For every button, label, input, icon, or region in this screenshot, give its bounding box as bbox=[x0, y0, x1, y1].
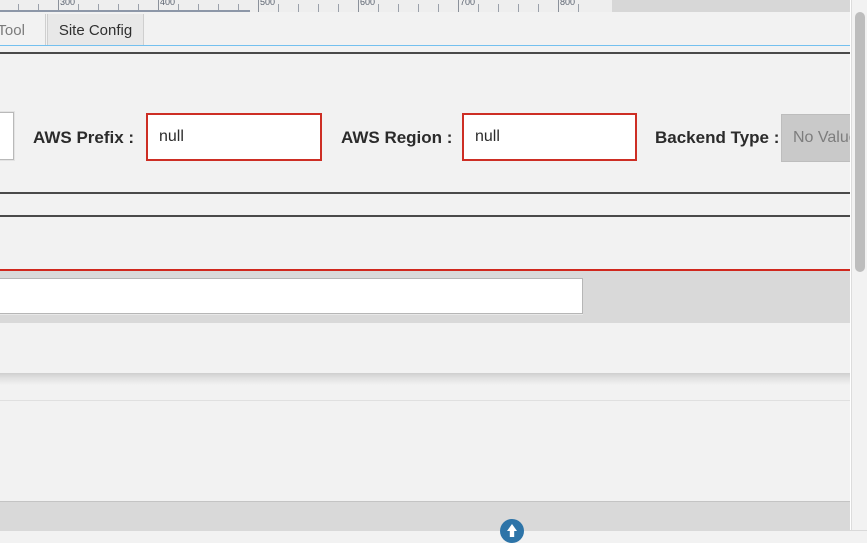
ruler-tick bbox=[338, 4, 339, 12]
ruler-tick bbox=[298, 4, 299, 12]
aws-prefix-input[interactable]: null bbox=[146, 113, 322, 161]
spacer-band-lower bbox=[0, 217, 853, 269]
ruler-label: 800 bbox=[560, 0, 576, 7]
ruler-tick bbox=[198, 4, 199, 12]
form-panel: AWS Prefix : null AWS Region : null Back… bbox=[0, 54, 867, 204]
ruler-major-tick bbox=[358, 0, 359, 12]
ruler-tick bbox=[378, 4, 379, 12]
config-text-input[interactable] bbox=[0, 278, 583, 314]
content-band-gap bbox=[0, 385, 853, 400]
aws-prefix-label: AWS Prefix : bbox=[33, 128, 135, 147]
ruler-label: 300 bbox=[60, 0, 76, 7]
backend-type-label: Backend Type : bbox=[655, 128, 780, 147]
ruler-tick bbox=[578, 4, 579, 12]
tab-y-tool-label: y Tool bbox=[0, 21, 25, 39]
vertical-scrollbar[interactable] bbox=[851, 0, 867, 530]
input-band bbox=[0, 271, 853, 323]
ruler-tick bbox=[478, 4, 479, 12]
tab-site-config-label: Site Config bbox=[58, 21, 133, 39]
content-band-lower bbox=[0, 401, 853, 501]
ruler-tick bbox=[218, 4, 219, 12]
ruler-major-tick bbox=[58, 0, 59, 12]
ruler-major-tick bbox=[258, 0, 259, 12]
tab-y-tool[interactable]: y Tool bbox=[0, 14, 46, 46]
panel-shadow bbox=[0, 373, 853, 385]
section-divider-middle-lower bbox=[0, 215, 853, 217]
ruler-tick bbox=[138, 4, 139, 12]
backend-type-value: No Value bbox=[793, 129, 858, 146]
aws-prefix-value: null bbox=[159, 128, 184, 145]
ruler-tick bbox=[498, 4, 499, 12]
ruler-label: 500 bbox=[260, 0, 276, 7]
tab-site-config[interactable]: Site Config bbox=[47, 14, 144, 46]
ruler-tick bbox=[278, 4, 279, 12]
ruler-major-tick bbox=[558, 0, 559, 12]
ruler-tick bbox=[18, 4, 19, 12]
ruler-tick bbox=[438, 4, 439, 12]
ruler-major-tick bbox=[158, 0, 159, 12]
ruler-tick bbox=[538, 4, 539, 12]
aws-region-value: null bbox=[475, 128, 500, 145]
ruler-selection-indicator bbox=[0, 10, 250, 12]
spacer-band-upper bbox=[0, 194, 853, 215]
ruler-tick bbox=[318, 4, 319, 12]
content-band-upper bbox=[0, 323, 853, 373]
ruler-tick bbox=[418, 4, 419, 12]
ruler-unmeasured-area bbox=[612, 0, 867, 12]
ruler-tick bbox=[178, 4, 179, 12]
ruler-major-tick bbox=[458, 0, 459, 12]
ruler-tick bbox=[38, 4, 39, 12]
error-divider-red bbox=[0, 269, 853, 271]
tab-strip: y Tool Site Config bbox=[0, 12, 867, 46]
aws-region-input[interactable]: null bbox=[462, 113, 637, 161]
content-divider bbox=[0, 400, 853, 401]
vertical-scrollbar-thumb[interactable] bbox=[855, 12, 865, 272]
tab-active-underline bbox=[0, 45, 867, 46]
info-badge-icon[interactable] bbox=[500, 519, 524, 543]
ruler-label: 400 bbox=[160, 0, 176, 7]
horizontal-ruler[interactable]: 300 400 500 600 700 800 bbox=[0, 0, 867, 13]
ruler-tick bbox=[238, 4, 239, 12]
footer-bar bbox=[0, 501, 867, 543]
left-clipped-input[interactable] bbox=[0, 112, 14, 160]
ruler-tick bbox=[98, 4, 99, 12]
ruler-measured-area: 300 400 500 600 700 800 bbox=[0, 0, 612, 12]
ruler-label: 600 bbox=[360, 0, 376, 7]
section-divider-middle-upper bbox=[0, 192, 853, 194]
aws-region-label: AWS Region : bbox=[341, 128, 453, 147]
ruler-tick bbox=[118, 4, 119, 12]
ruler-tick bbox=[398, 4, 399, 12]
section-divider-top bbox=[0, 52, 853, 54]
ruler-tick bbox=[518, 4, 519, 12]
ruler-label: 700 bbox=[460, 0, 476, 7]
ruler-tick bbox=[78, 4, 79, 12]
